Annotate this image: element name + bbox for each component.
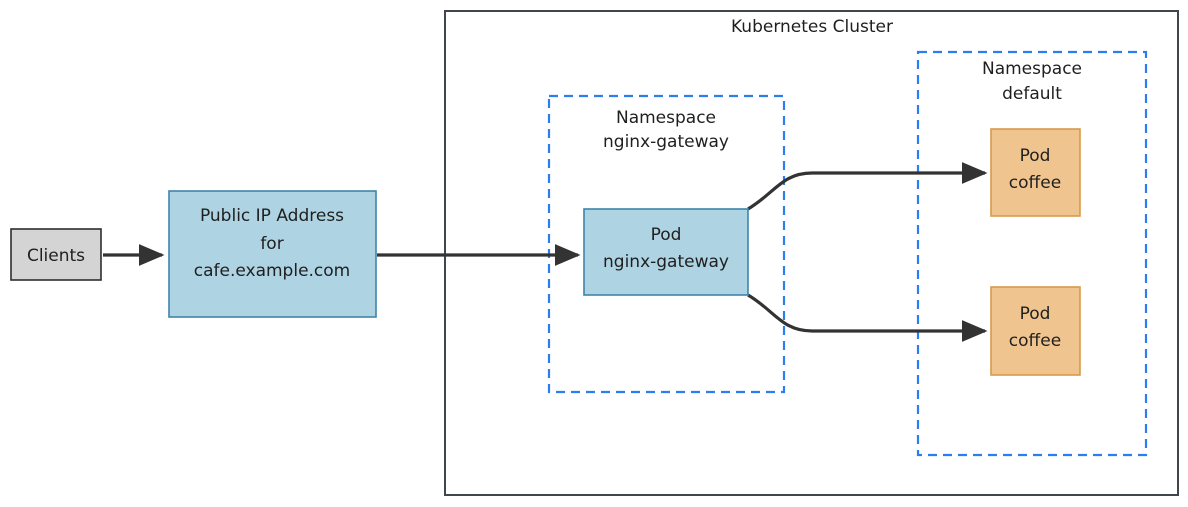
public-ip-box[interactable] [168, 190, 377, 318]
pod-nginx-gateway-label-line1: Pod [651, 225, 682, 245]
namespace-nginx-gateway-box [547, 94, 786, 394]
namespace-nginx-gateway-label-line1: Namespace [616, 108, 716, 128]
pod-nginx-gateway-label-line2: nginx-gateway [603, 252, 729, 272]
edge-gateway-pod-to-coffee-bottom [747, 293, 988, 342]
clients-label: Clients [27, 246, 85, 266]
pod-coffee-bottom-label-line2: coffee [1009, 331, 1061, 351]
namespace-default-label-line2: default [1002, 84, 1062, 104]
kubernetes-cluster-label: Kubernetes Cluster [731, 17, 893, 37]
pod-coffee-bottom-box[interactable] [990, 286, 1081, 376]
namespace-default-box [916, 50, 1148, 457]
pod-coffee-top-box[interactable] [990, 128, 1081, 217]
namespace-default-label-line1: Namespace [982, 59, 1082, 79]
clients-box[interactable] [10, 228, 102, 281]
pod-nginx-gateway-box[interactable] [583, 208, 749, 296]
public-ip-label-line3: cafe.example.com [194, 261, 351, 281]
pod-coffee-top-label-line1: Pod [1020, 146, 1051, 166]
pod-coffee-bottom-label-line1: Pod [1020, 304, 1051, 324]
public-ip-label-line2: for [260, 234, 283, 254]
edge-gateway-pod-to-coffee-top [747, 162, 988, 211]
kubernetes-cluster-box [444, 10, 1179, 496]
pod-coffee-top-label-line2: coffee [1009, 173, 1061, 193]
namespace-nginx-gateway-label-line2: nginx-gateway [603, 132, 729, 152]
public-ip-label-line1: Public IP Address [200, 206, 344, 226]
